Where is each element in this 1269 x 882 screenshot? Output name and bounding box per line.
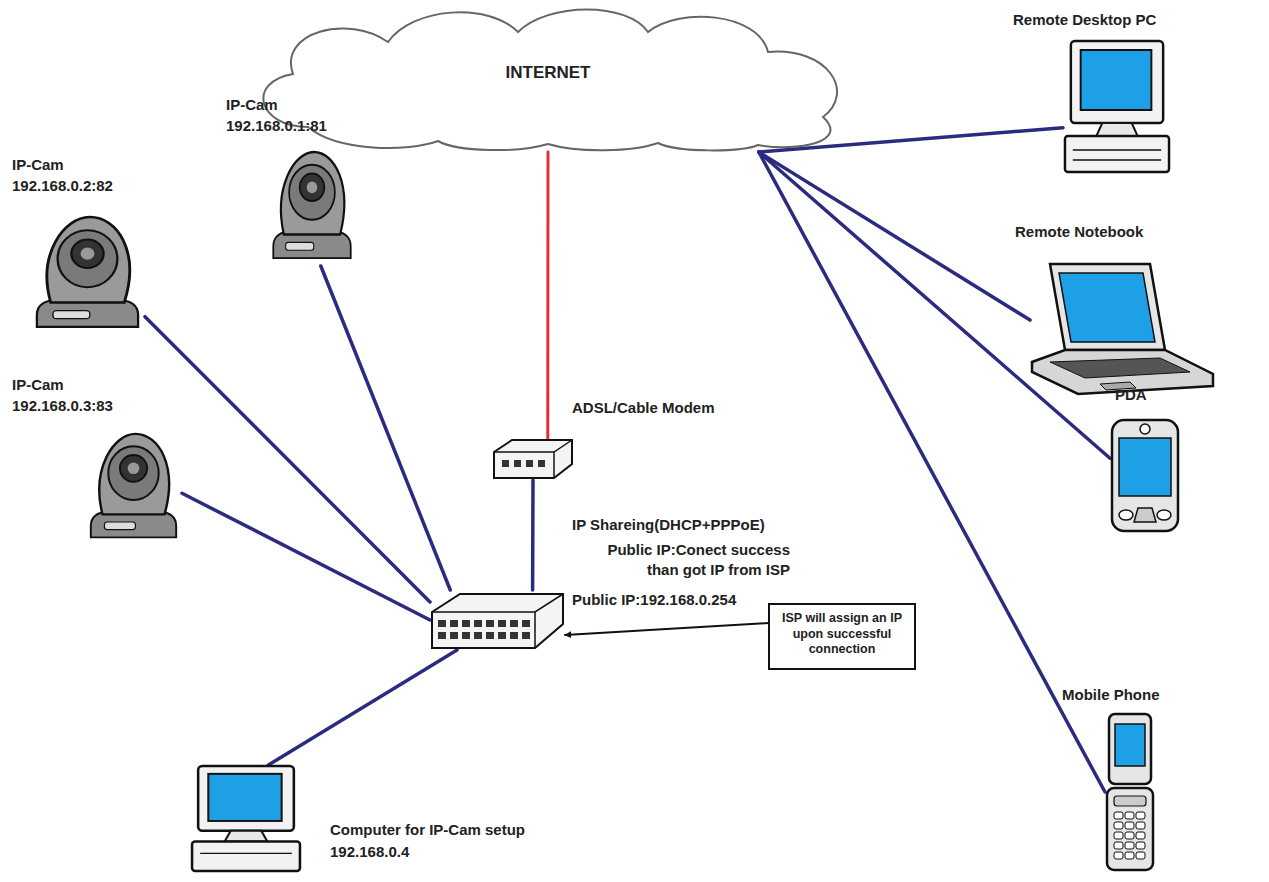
callout-text: ISP will assign an IP upon successful co… xyxy=(770,605,914,664)
ip-camera: IP-Cam192.168.0.2:82 xyxy=(30,213,145,335)
internet-cloud: INTERNET xyxy=(238,2,858,152)
callout-arrow xyxy=(565,623,768,635)
device-label: IP Shareing(DHCP+PPPoE) xyxy=(572,515,765,535)
device-label: 192.168.0.1:81 xyxy=(226,116,327,136)
phone-icon xyxy=(1105,712,1155,872)
laptop-icon xyxy=(1030,262,1215,397)
device-label: ADSL/Cable Modem xyxy=(572,398,715,418)
pda-icon xyxy=(1110,418,1180,533)
network-link xyxy=(531,480,535,590)
network-link xyxy=(182,493,430,620)
device-label: 192.168.0.3:83 xyxy=(12,396,113,416)
device-label: INTERNET xyxy=(238,62,858,84)
network-link xyxy=(321,266,450,590)
device-label: Remote Notebook xyxy=(1015,222,1143,242)
device-label: Public IP:192.168.0.254 xyxy=(572,590,736,610)
device-label: Remote Desktop PC xyxy=(1013,10,1156,30)
modem-icon xyxy=(492,438,574,480)
network-link xyxy=(759,152,1030,320)
ip-camera: IP-Cam192.168.0.1:81 xyxy=(268,148,356,266)
device-label: Public IP:Conect success than got IP fro… xyxy=(572,540,790,579)
cam-icon xyxy=(30,213,145,335)
device-label: IP-Cam xyxy=(226,95,278,115)
notebook: Remote Notebook xyxy=(1030,262,1215,397)
network-link xyxy=(759,152,1105,792)
device-label: PDA xyxy=(1115,385,1147,405)
mobile-phone: Mobile Phone xyxy=(1105,712,1155,872)
pc-icon xyxy=(1063,40,1171,175)
device-label: Computer for IP-Cam setup xyxy=(330,820,525,840)
device-label: IP-Cam xyxy=(12,375,64,395)
modem: ADSL/Cable Modem xyxy=(492,438,574,480)
pda: PDA xyxy=(1110,418,1180,533)
device-label: IP-Cam xyxy=(12,155,64,175)
device-label: Mobile Phone xyxy=(1062,685,1160,705)
network-link xyxy=(145,317,430,602)
desktop-pc: Remote Desktop PC xyxy=(1063,40,1171,175)
device-label: 192.168.0.2:82 xyxy=(12,176,113,196)
desk-icon xyxy=(190,765,302,873)
callout-box: ISP will assign an IP upon successful co… xyxy=(768,603,916,670)
network-link xyxy=(546,152,549,438)
network-link xyxy=(268,650,457,765)
cam-icon xyxy=(268,148,356,266)
ip-camera: IP-Cam192.168.0.3:83 xyxy=(85,430,182,545)
device-label: 192.168.0.4 xyxy=(330,842,409,862)
cam-icon xyxy=(85,430,182,545)
switch-icon xyxy=(430,590,565,650)
ip-sharing-router: IP Shareing(DHCP+PPPoE)Public IP:Conect … xyxy=(430,590,565,650)
setup-computer: Computer for IP-Cam setup192.168.0.4 xyxy=(190,765,302,873)
